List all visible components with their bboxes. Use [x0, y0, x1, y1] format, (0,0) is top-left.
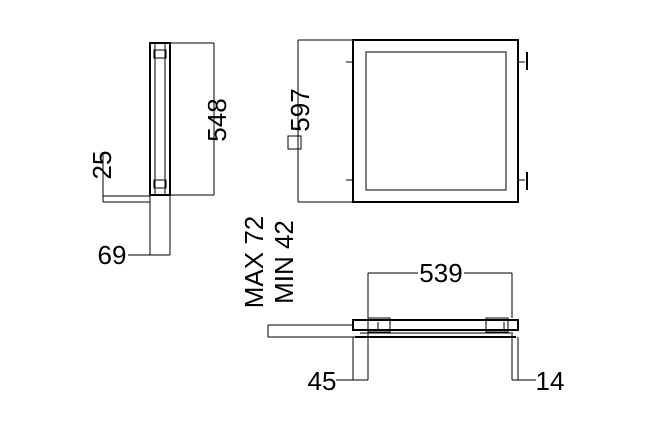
front-frame-outer — [352, 39, 519, 203]
dim-548-label: 548 — [202, 98, 232, 141]
dim-597-label: 597 — [285, 88, 315, 131]
side-top-bracket — [153, 49, 167, 59]
dim-min-label: MIN 42 — [269, 220, 299, 304]
dim-14-label: 14 — [536, 366, 565, 396]
side-view — [102, 42, 215, 256]
front-view — [287, 39, 528, 203]
dim-max-label: MAX 72 — [239, 216, 269, 309]
section-clip-left — [367, 317, 391, 333]
dim-25-label: 25 — [87, 151, 117, 180]
section-clip-right — [485, 317, 509, 333]
front-frame-inner — [365, 51, 507, 191]
dim-539-label: 539 — [419, 258, 462, 288]
side-body-outline — [149, 42, 171, 196]
dim-69-label: 69 — [98, 240, 127, 270]
dim-45-label: 45 — [308, 366, 337, 396]
square-symbol-icon — [287, 135, 302, 150]
side-bottom-bracket — [153, 179, 167, 189]
section-view — [267, 272, 536, 381]
